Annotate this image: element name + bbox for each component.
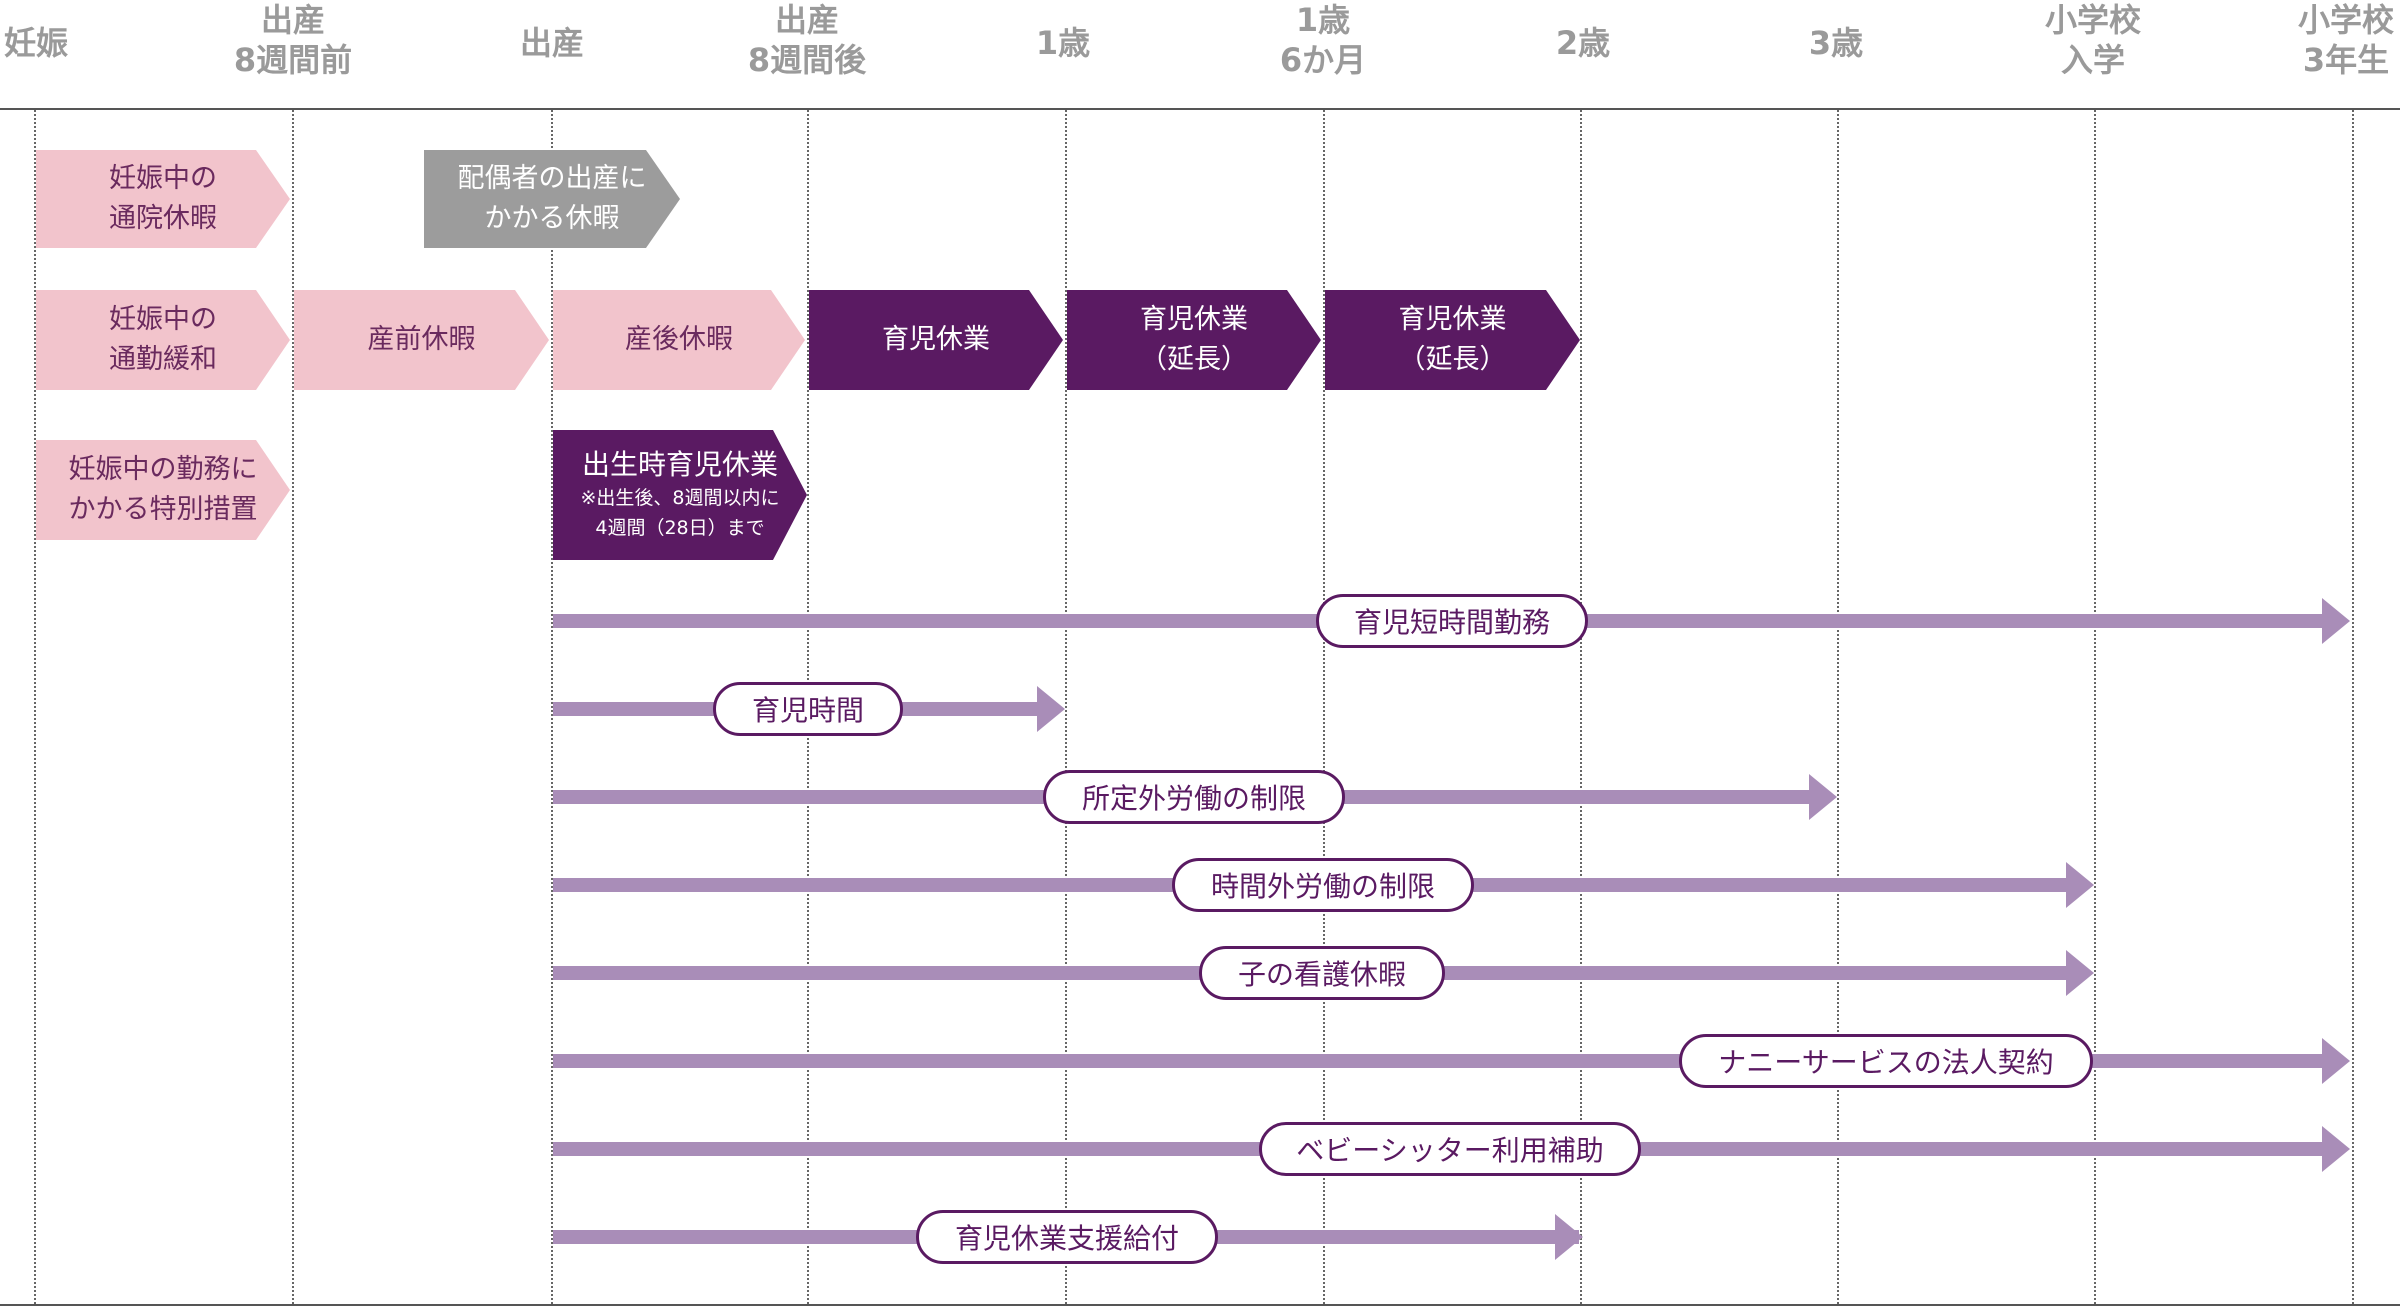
milestone-pregnancy: 妊娠: [4, 24, 69, 62]
babysitter-subsidy-arrowhead: [2322, 1126, 2350, 1172]
commute-relief-block: 妊娠中の通勤緩和: [36, 290, 290, 390]
overtime-limit-label: 所定外労働の制限: [1043, 770, 1345, 824]
nanny-service-arrowhead: [2322, 1038, 2350, 1084]
bottom-divider: [0, 1304, 2400, 1306]
guide-line-grade-3: [2352, 110, 2354, 1304]
child-care-sick-leave-arrowhead: [2066, 950, 2094, 996]
babysitter-subsidy-label: ベビーシッター利用補助: [1259, 1122, 1641, 1176]
childcare-support-benefit-arrowhead: [1555, 1214, 1583, 1260]
guide-line-pregnancy: [34, 110, 36, 1304]
milestone-age-2: 2歳: [1555, 24, 1611, 62]
guide-line-age-1: [1065, 110, 1067, 1304]
prenatal-leave-block: 産前休暇: [294, 290, 549, 390]
milestone-age-1: 1歳: [1035, 24, 1091, 62]
prenatal-visit-leave-block: 妊娠中の通院休暇: [36, 150, 290, 248]
guide-line-8-weeks-before: [292, 110, 294, 1304]
guide-line-age-2: [1580, 110, 1582, 1304]
milestone-birth: 出産: [519, 24, 585, 62]
childcare-leave-block: 育児休業: [809, 290, 1063, 390]
spouse-birth-leave-block: 配偶者の出産にかかる休暇: [424, 150, 680, 248]
guide-line-age-3: [1837, 110, 1839, 1304]
overtime-limit-arrowhead: [1809, 774, 1837, 820]
nanny-service-label: ナニーサービスの法人契約: [1679, 1034, 2093, 1088]
guide-line-school-entry: [2094, 110, 2096, 1304]
paternity-leave-block: 出生時育児休業 ※出生後、8週間以内に 4週間（28日）まで: [553, 430, 807, 560]
milestone-school-entry: 小学校入学: [2044, 1, 2142, 79]
milestone-age-3: 3歳: [1808, 24, 1864, 62]
short-hours-arrowhead: [2322, 598, 2350, 644]
nursing-time-arrowhead: [1037, 686, 1065, 732]
extra-hours-limit-arrowhead: [2066, 862, 2094, 908]
extra-hours-limit-label: 時間外労働の制限: [1172, 858, 1474, 912]
childcare-support-benefit-label: 育児休業支援給付: [916, 1210, 1218, 1264]
nursing-time-label: 育児時間: [713, 682, 903, 736]
guide-line-age-1-6-months: [1323, 110, 1325, 1304]
short-hours-label: 育児短時間勤務: [1316, 594, 1588, 648]
child-care-sick-leave-label: 子の看護休暇: [1199, 946, 1445, 1000]
childcare-leave-extension-2-block: 育児休業（延長）: [1325, 290, 1580, 390]
guide-line-birth: [551, 110, 553, 1304]
childcare-leave-extension-1-block: 育児休業（延長）: [1067, 290, 1321, 390]
header-divider: [0, 108, 2400, 110]
special-measures-block: 妊娠中の勤務にかかる特別措置: [36, 440, 290, 540]
postnatal-leave-block: 産後休暇: [553, 290, 805, 390]
